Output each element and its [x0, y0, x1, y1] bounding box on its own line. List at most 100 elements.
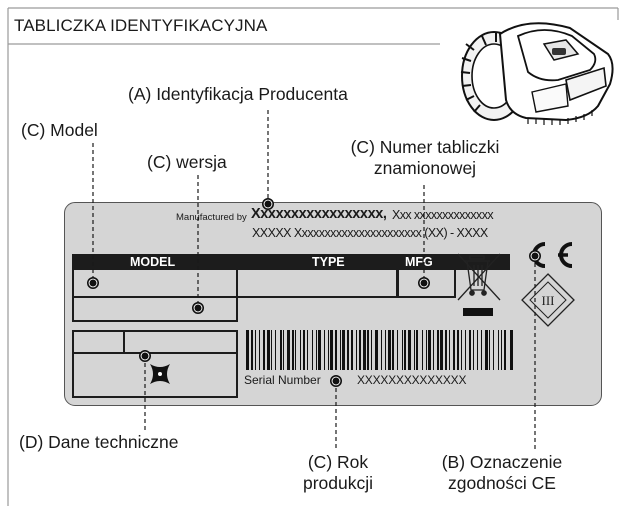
- type-value-box: [236, 270, 399, 298]
- barcode-bar: [428, 330, 431, 370]
- weee-bar-icon: [463, 308, 493, 316]
- barcode-bar: [328, 330, 329, 370]
- serial-number-label: Serial Number: [244, 373, 321, 387]
- barcode-bar: [287, 330, 290, 370]
- marker-dots: [87, 198, 541, 387]
- barcode-bar: [371, 330, 372, 370]
- barcode-bar: [316, 330, 317, 370]
- manufacturer-address-2: XXXXX Xxxxxxxxxxxxxxxxxxxxxx (XX) - XXXX: [252, 226, 488, 240]
- class-iii-label: III: [542, 293, 555, 308]
- barcode-bar: [255, 330, 256, 370]
- ce-callout-line1: (B) Oznaczenie: [441, 452, 563, 472]
- year-callout: (C) Rok produkcji: [288, 452, 388, 494]
- barcode-bar: [397, 330, 398, 370]
- barcode-bar: [477, 330, 478, 370]
- barcode-bar: [330, 330, 333, 370]
- model-value-box: [72, 270, 238, 298]
- barcode-bar: [414, 330, 415, 370]
- serial-number-value: XXXXXXXXXXXXXX: [357, 373, 467, 387]
- barcode-bar: [356, 330, 357, 370]
- barcode-bar: [271, 330, 272, 370]
- barcode-bar: [381, 330, 382, 370]
- barcode-bar: [375, 330, 378, 370]
- barcode-bar: [485, 330, 488, 370]
- leader-lines: [92, 110, 536, 450]
- barcode-bar: [498, 330, 499, 370]
- model-column-header: MODEL: [130, 255, 176, 269]
- producer-callout: (A) Identyfikacja Producenta: [128, 84, 348, 104]
- barcode-bar: [324, 330, 325, 370]
- barcode-bar: [433, 330, 434, 370]
- robot-mower-illustration: [460, 22, 614, 125]
- ce-callout: (B) Oznaczenie zgodności CE: [417, 452, 587, 494]
- version-callout: (C) wersja: [147, 152, 227, 172]
- plate-number-callout-line1: (C) Numer tabliczki: [350, 137, 500, 157]
- barcode-bar: [307, 330, 308, 370]
- barcode-bar: [416, 330, 418, 370]
- weee-bin-icon: [457, 253, 501, 301]
- barcode-bar: [440, 330, 443, 370]
- barcode-bar: [367, 330, 369, 370]
- technical-data-divider-h: [72, 352, 236, 354]
- barcode-bar: [510, 330, 513, 370]
- fan-icon: [150, 364, 170, 384]
- barcode-bar: [404, 330, 406, 370]
- barcode-bar: [318, 330, 321, 370]
- barcode-bar: [426, 330, 427, 370]
- barcode-bar: [267, 330, 270, 370]
- manufactured-by-label: Manufactured by: [176, 212, 247, 223]
- technical-data-callout: (D) Dane techniczne: [19, 432, 179, 452]
- barcode-bar: [501, 330, 502, 370]
- barcode-bar: [408, 330, 411, 370]
- barcode-bar: [453, 330, 455, 370]
- barcode-bar: [388, 330, 391, 370]
- barcode-bar: [280, 330, 282, 370]
- barcode-bar: [363, 330, 366, 370]
- plate-number-callout-line2: znamionowej: [373, 158, 477, 178]
- mfg-value-box: [396, 270, 456, 298]
- barcode-bar: [263, 330, 265, 370]
- barcode-bar: [300, 330, 301, 370]
- barcode-bar: [251, 330, 253, 370]
- barcode-bar: [504, 330, 506, 370]
- barcode-bar: [335, 330, 337, 370]
- version-value-box: [72, 296, 238, 322]
- barcode-bar: [246, 330, 249, 370]
- class-iii-icon: [521, 273, 575, 327]
- section-title: TABLICZKA IDENTYFIKACYJNA: [14, 16, 268, 35]
- barcode-bar: [473, 330, 474, 370]
- type-column-header: TYPE: [312, 255, 345, 269]
- barcode-bar: [303, 330, 305, 370]
- barcode-bar: [481, 330, 482, 370]
- mfg-column-header: MFG: [405, 255, 433, 269]
- manufacturer-address-1: Xxx xxxxxxxxxxxxxx: [392, 208, 494, 222]
- technical-data-box: [72, 330, 238, 398]
- barcode-bar: [461, 330, 462, 370]
- barcode-bar: [340, 330, 341, 370]
- barcode-bar: [385, 330, 386, 370]
- plate-number-callout: (C) Numer tabliczki znamionowej: [320, 137, 530, 179]
- barcode-bar: [465, 330, 466, 370]
- barcode-bar: [359, 330, 361, 370]
- barcode: [246, 330, 513, 370]
- barcode-bar: [449, 330, 450, 370]
- barcode-bar: [292, 330, 294, 370]
- model-callout: (C) Model: [21, 120, 98, 140]
- year-callout-line2: produkcji: [302, 473, 374, 493]
- barcode-bar: [295, 330, 296, 370]
- barcode-bar: [469, 330, 471, 370]
- barcode-bar: [275, 330, 276, 370]
- barcode-bar: [422, 330, 423, 370]
- barcode-bar: [342, 330, 345, 370]
- barcode-bar: [489, 330, 490, 370]
- barcode-bar: [283, 330, 284, 370]
- year-callout-line1: (C) Rok: [307, 452, 369, 472]
- plate-header-bar: [72, 254, 510, 270]
- ce-callout-line2: zgodności CE: [448, 473, 556, 493]
- manufacturer-name: Xxxxxxxxxxxxxxxxx,: [251, 206, 387, 222]
- barcode-bar: [437, 330, 439, 370]
- barcode-bar: [347, 330, 349, 370]
- barcode-bar: [445, 330, 447, 370]
